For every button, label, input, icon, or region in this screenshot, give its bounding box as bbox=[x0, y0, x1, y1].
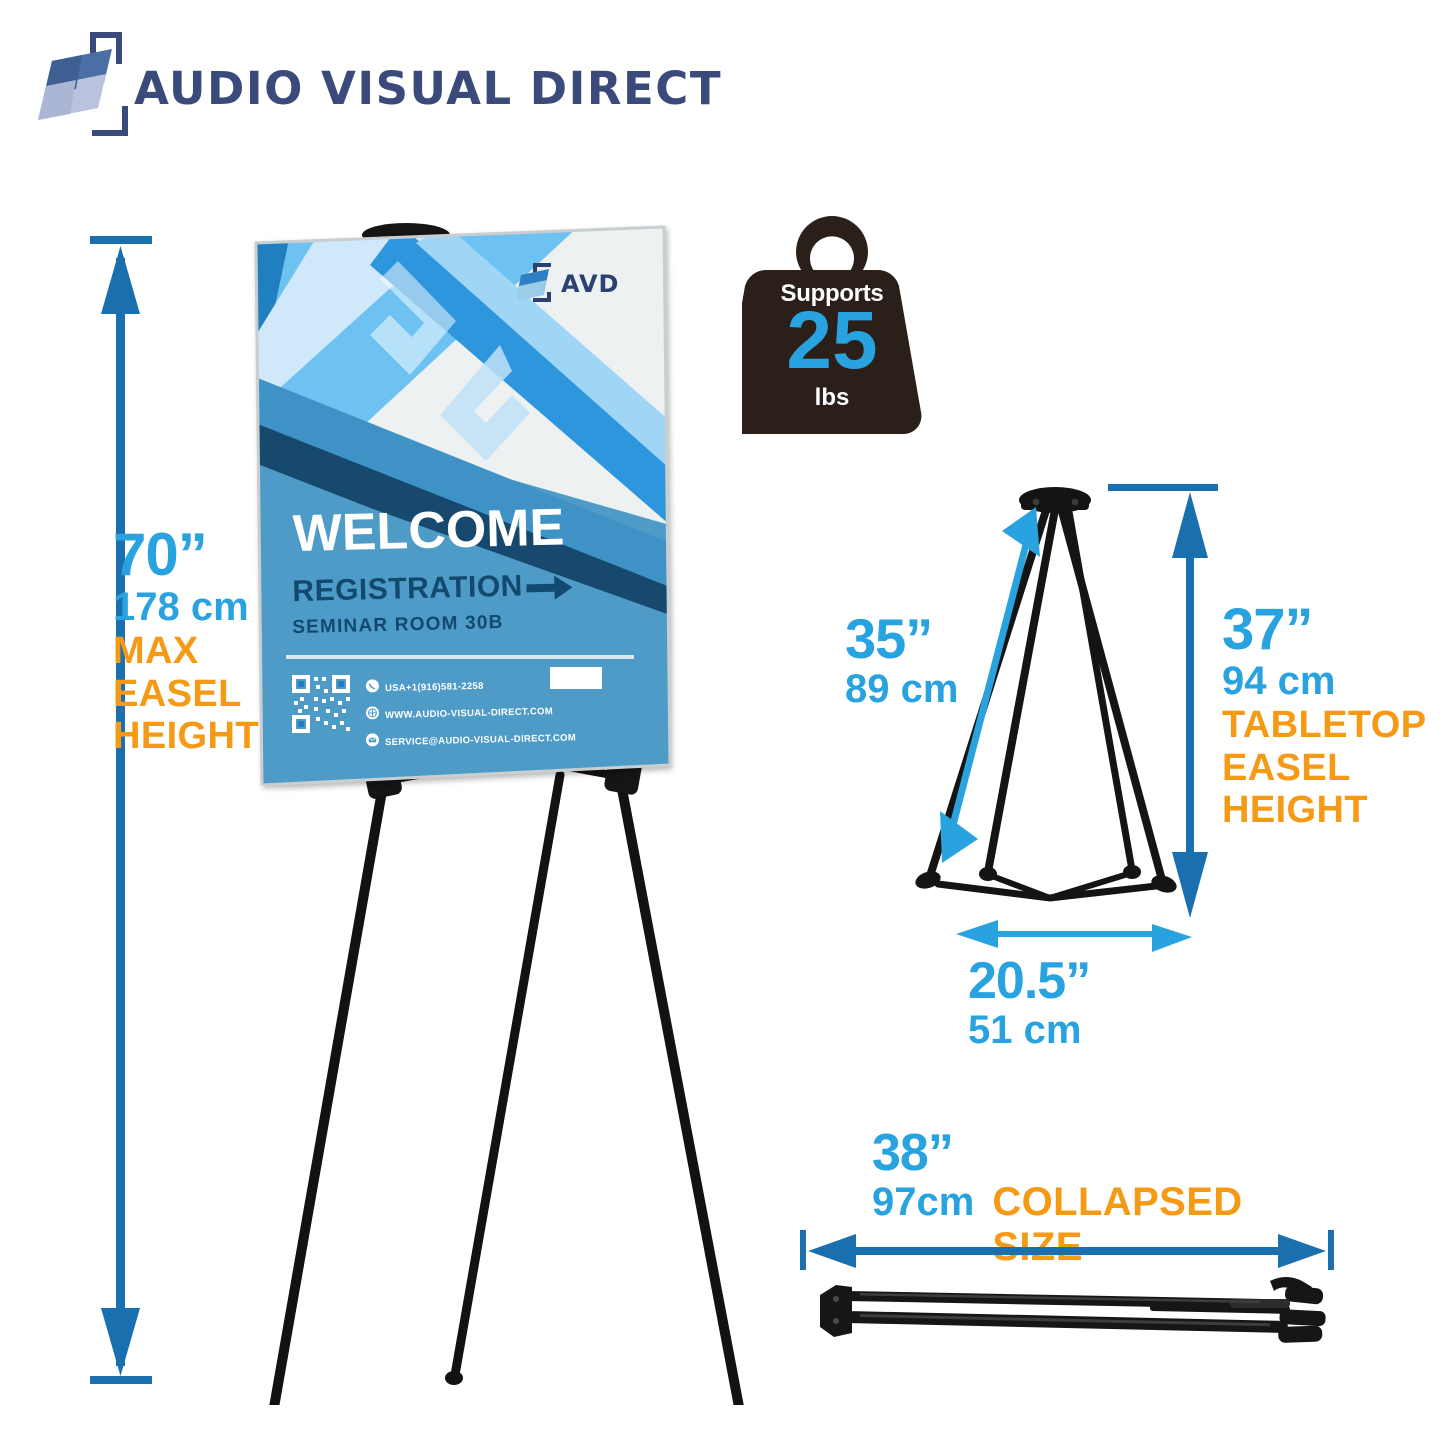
tripod-base-width-inches: 20.5” bbox=[968, 952, 1091, 1010]
poster-contact-list: USA+1(916)581-2258 WWW.AUDIO-VISUAL-DIRE… bbox=[365, 674, 577, 751]
max-easel-height-metric: 178 cm bbox=[113, 585, 249, 630]
globe-icon bbox=[365, 706, 379, 724]
weight-supports-label: Supports bbox=[780, 280, 884, 307]
weight-plate-icon bbox=[722, 216, 922, 435]
tabletop-tripod-easel bbox=[900, 480, 1200, 940]
contact-website-text: WWW.AUDIO-VISUAL-DIRECT.COM bbox=[384, 705, 554, 721]
max-easel-height-note-2: EASEL bbox=[113, 672, 242, 715]
max-easel-height-note-3: HEIGHT bbox=[113, 715, 259, 758]
tripod-leg-length-label: 35” 89 cm bbox=[845, 610, 1015, 712]
avd-logo-icon bbox=[30, 28, 140, 140]
svg-text:AVD: AVD bbox=[561, 270, 619, 298]
tripod-leg-length-metric: 89 cm bbox=[845, 667, 959, 712]
tripod-leg-length-arrow bbox=[920, 495, 1050, 875]
tabletop-easel-height-metric: 94 cm bbox=[1222, 659, 1336, 704]
poster-subhead-row: REGISTRATION bbox=[250, 566, 670, 608]
weight-value: 25 bbox=[786, 295, 878, 386]
mail-icon bbox=[365, 733, 379, 751]
contact-item-phone: USA+1(916)581-2258 bbox=[365, 674, 576, 697]
max-easel-height-label: 70” 178 cm MAX EASEL HEIGHT bbox=[113, 524, 303, 758]
phone-icon bbox=[365, 679, 379, 697]
collapsed-size-inches: 38” bbox=[872, 1124, 954, 1182]
collapsed-easel-bundle bbox=[800, 1255, 1340, 1365]
collapsed-size-note: COLLAPSED SIZE bbox=[992, 1180, 1243, 1269]
collapsed-size-arrow bbox=[798, 1230, 1336, 1276]
tripod-leg-length-inches: 35” bbox=[845, 607, 933, 670]
poster-avd-logo-icon: AVD bbox=[516, 260, 627, 306]
contact-item-website: WWW.AUDIO-VISUAL-DIRECT.COM bbox=[365, 701, 576, 724]
contact-phone-text: USA+1(916)581-2258 bbox=[384, 680, 484, 694]
tabletop-easel-height-label: 37” 94 cm TABLETOP EASEL HEIGHT bbox=[1222, 600, 1437, 832]
max-easel-height-note-1: MAX bbox=[113, 629, 199, 672]
tabletop-easel-height-note-2: EASEL bbox=[1222, 746, 1351, 789]
tripod-base-width-metric: 51 cm bbox=[968, 1008, 1082, 1053]
collapsed-size-label: 38” 97cm COLLAPSED SIZE bbox=[872, 1124, 1332, 1270]
brand-header: AUDIO VISUAL DIRECT bbox=[30, 28, 730, 143]
max-easel-height-inches: 70” bbox=[113, 521, 208, 588]
tripod-base-width-label: 20.5” 51 cm bbox=[968, 952, 1198, 1053]
welcome-poster: AVD WELCOME REGISTRATION SEMINAR ROOM 30… bbox=[250, 225, 670, 785]
arrow-right-icon bbox=[526, 574, 573, 606]
brand-name: AUDIO VISUAL DIRECT bbox=[134, 62, 723, 115]
weight-unit: lbs bbox=[814, 384, 850, 411]
qr-code-icon bbox=[290, 673, 352, 740]
contact-email-text: SERVICE@AUDIO-VISUAL-DIRECT.COM bbox=[384, 731, 577, 748]
tabletop-height-dimension-arrow bbox=[1108, 484, 1220, 924]
collapsed-size-metric: 97cm bbox=[872, 1180, 975, 1225]
poster-subhead-text: REGISTRATION bbox=[292, 569, 524, 609]
weight-capacity-badge: Supports 25 lbs bbox=[722, 212, 922, 440]
max-height-dimension-arrow bbox=[88, 236, 154, 1386]
tabletop-easel-height-note-1: TABLETOP bbox=[1222, 703, 1427, 746]
tabletop-easel-height-inches: 37” bbox=[1222, 597, 1314, 662]
contact-item-email: SERVICE@AUDIO-VISUAL-DIRECT.COM bbox=[365, 728, 577, 751]
poster-headline-text: WELCOME bbox=[292, 498, 565, 564]
tabletop-easel-height-note-3: HEIGHT bbox=[1222, 789, 1368, 832]
tripod-base-width-arrow bbox=[950, 916, 1200, 960]
